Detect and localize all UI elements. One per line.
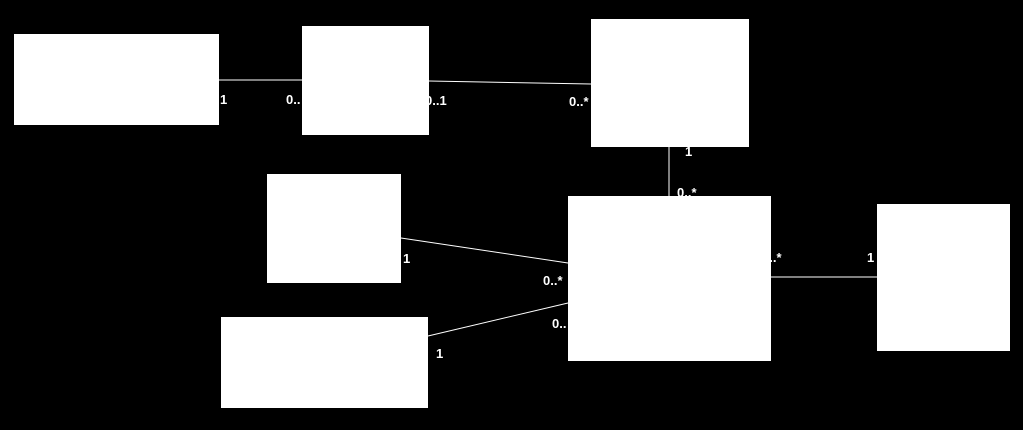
multiplicity-b-c-target: 0..* bbox=[569, 94, 589, 109]
multiplicity-c-f-source: 1 bbox=[685, 144, 692, 159]
multiplicity-d-f-target: 0..* bbox=[543, 273, 563, 288]
class-box-c[interactable] bbox=[591, 19, 749, 147]
class-box-f[interactable] bbox=[568, 196, 771, 361]
multiplicity-f-g-target: 1 bbox=[867, 250, 874, 265]
multiplicity-f-g-source: 0..* bbox=[762, 250, 782, 265]
class-box-g[interactable] bbox=[877, 204, 1010, 351]
association-e-f bbox=[427, 302, 569, 337]
class-box-e[interactable] bbox=[221, 317, 428, 408]
multiplicity-c-f-target: 0..* bbox=[677, 185, 697, 200]
multiplicity-e-f-source: 1 bbox=[436, 346, 443, 361]
association-d-f bbox=[400, 237, 569, 264]
class-box-a[interactable] bbox=[14, 34, 219, 125]
multiplicity-a-b-target: 0.. bbox=[286, 92, 300, 107]
multiplicity-b-c-source: 0..1 bbox=[425, 93, 447, 108]
class-box-b[interactable] bbox=[302, 26, 429, 135]
multiplicity-e-f-target: 0.. bbox=[552, 316, 566, 331]
class-box-d[interactable] bbox=[267, 174, 401, 283]
multiplicity-a-b-source: 1 bbox=[220, 92, 227, 107]
association-b-c bbox=[428, 80, 592, 85]
multiplicity-d-f-source: 1 bbox=[403, 251, 410, 266]
